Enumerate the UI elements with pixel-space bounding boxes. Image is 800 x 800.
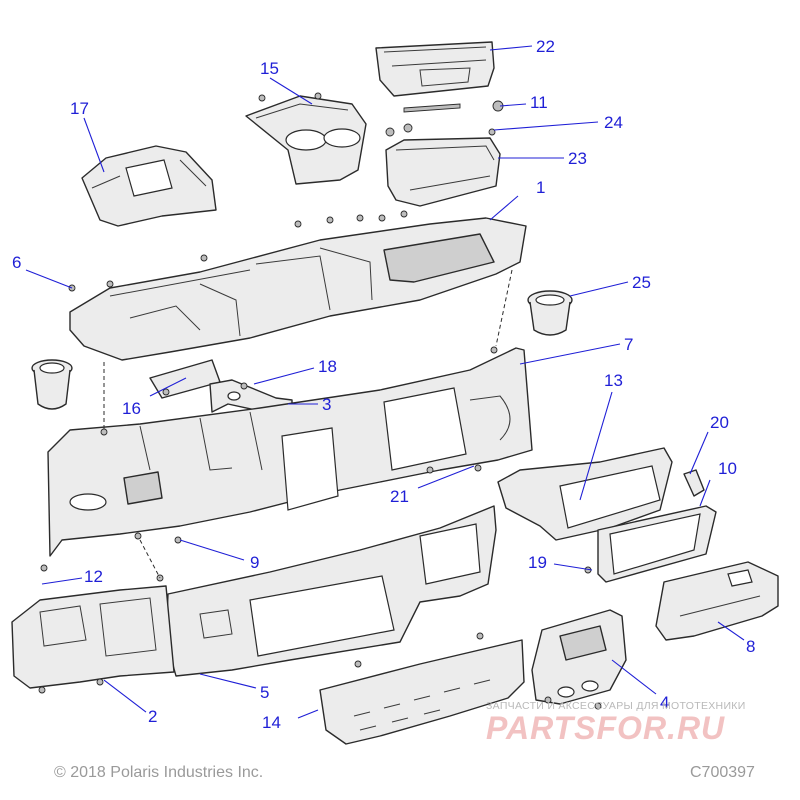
callout-2: 2: [148, 707, 157, 726]
callout-3: 3: [322, 395, 331, 414]
callout-19: 19: [528, 553, 547, 572]
callout-16: 16: [122, 399, 141, 418]
part-5-lower-dash-frame: [165, 505, 497, 677]
part-15-cupholder-console: [245, 95, 367, 185]
watermark-tagline: ЗАПЧАСТИ И АКСЕССУАРЫ ДЛЯ МОТОТЕХНИКИ: [486, 700, 746, 712]
part-17-gauge-pod: [81, 145, 217, 227]
callout-11: 11: [530, 93, 548, 112]
part-10-gauge-bezel: [597, 505, 717, 583]
part-8-glovebox-door: [655, 561, 779, 641]
callout-23: 23: [568, 149, 587, 168]
fasteners: [38, 92, 602, 710]
callout-8: 8: [746, 637, 755, 656]
watermark-logo: PARTSFOR.RU: [486, 710, 726, 746]
watermark: ЗАПЧАСТИ И АКСЕССУАРЫ ДЛЯ МОТОТЕХНИКИ PA…: [486, 700, 786, 747]
callout-13: 13: [604, 371, 623, 390]
callout-22: 22: [536, 37, 555, 56]
drawing-code: C700397: [690, 764, 755, 781]
callout-9: 9: [250, 553, 259, 572]
callout-20: 20: [710, 413, 729, 432]
callout-1: 1: [536, 178, 545, 197]
alignment-lines: [103, 269, 513, 579]
part-22-storage-lid: [375, 41, 495, 97]
callout-7: 7: [624, 335, 633, 354]
part-25-cupholder-right: [527, 290, 573, 336]
copyright-notice: © 2018 Polaris Industries Inc.: [54, 764, 264, 781]
callout-24: 24: [604, 113, 623, 132]
callout-17: 17: [70, 99, 89, 118]
callout-15: 15: [260, 59, 279, 78]
callout-10: 10: [718, 459, 737, 478]
callout-18: 18: [318, 357, 337, 376]
callout-4: 4: [660, 693, 669, 712]
callout-12: 12: [84, 567, 103, 586]
part-7-main-dash-structure: [47, 347, 533, 557]
callout-14: 14: [262, 713, 281, 732]
part-14-lower-cover: [319, 639, 525, 745]
leader-lines: [25, 45, 745, 719]
callout-25: 25: [632, 273, 651, 292]
part-4-switch-panel: [531, 609, 627, 705]
callout-6: 6: [12, 253, 21, 272]
part-1-upper-dash: [69, 217, 527, 361]
part-23-storage-bin: [385, 137, 501, 207]
part-lower-left-panel: [11, 585, 175, 689]
callout-21: 21: [390, 487, 409, 506]
callout-labels: 1 2 3 4 5 6 7 8 9 10 11 12 13 14 15 16 1…: [12, 37, 755, 732]
part-20-clip: [683, 469, 705, 497]
part-cupholder-left: [31, 359, 73, 410]
callout-5: 5: [260, 683, 269, 702]
